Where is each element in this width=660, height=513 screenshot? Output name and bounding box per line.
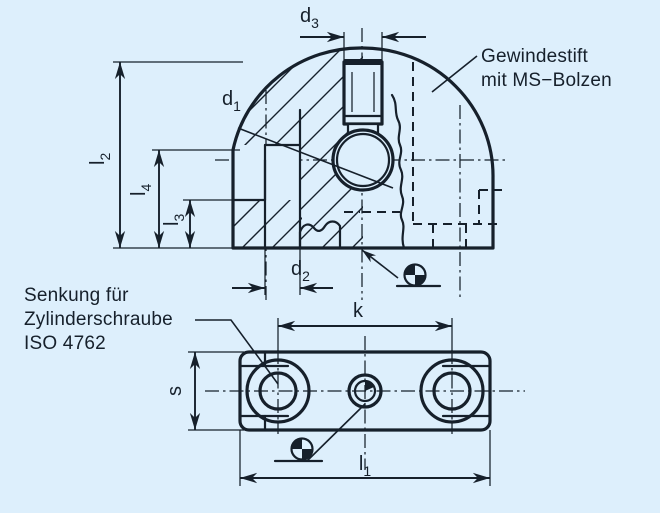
break-line-lower <box>298 220 342 250</box>
center-hole-marker <box>365 381 374 391</box>
upper-pocket-mask <box>233 145 300 205</box>
note-gewindestift-line2: mit MS−Bolzen <box>481 70 612 91</box>
dimension-k: k <box>277 300 453 352</box>
symbol-quadrant-br-upper <box>415 275 426 286</box>
note-senkung-line3: ISO 4762 <box>24 333 106 354</box>
set-screw-body <box>342 60 384 126</box>
machining-symbol-upper <box>361 249 442 288</box>
machining-symbol-leader-lower <box>306 403 366 462</box>
dimension-l1: l1 <box>239 430 491 486</box>
ball-outer-circle <box>331 128 395 192</box>
dimension-label-s: s <box>164 386 186 396</box>
left-counterbore-outer <box>245 358 311 424</box>
center-hole-outer <box>347 373 383 409</box>
note-gewindestift-line1: Gewindestift <box>481 46 588 67</box>
machining-symbol-leader-upper <box>361 249 399 279</box>
dimension-label-l2: l2 <box>87 153 113 165</box>
break-line-right <box>390 93 406 250</box>
pocket-cutout-mask <box>233 200 265 248</box>
annotation-layer: Gewindestift mit MS−Bolzen Senkung für Z… <box>24 46 612 354</box>
dimension-l3: l3 <box>161 199 240 248</box>
d1-leader-line <box>237 127 394 189</box>
dimension-label-l3: l3 <box>161 214 187 226</box>
dimension-label-l4: l4 <box>128 184 154 196</box>
note-leader-senkung <box>195 319 279 385</box>
dimension-d3: d3 <box>300 5 426 62</box>
symbol-quadrant-tl-lower <box>291 438 302 449</box>
symbol-quadrant-tl-upper <box>404 264 415 275</box>
note-senkung-line1: Senkung für <box>24 285 129 306</box>
dimension-label-k: k <box>353 300 364 322</box>
bottom-view: k s l1 <box>164 300 525 486</box>
set-screw-head <box>344 59 382 65</box>
left-counterbore-inner <box>258 371 298 411</box>
right-counterbore-outer <box>419 358 485 424</box>
dimension-label-d1: d1 <box>222 88 241 114</box>
dimension-label-d3: d3 <box>300 5 319 31</box>
section-hatching <box>233 47 363 249</box>
body-outline-dome <box>231 46 495 250</box>
symbol-circle-ring-upper <box>403 263 427 287</box>
dimension-label-d2: d2 <box>291 258 310 284</box>
symbol-circle-ring-lower <box>290 437 314 461</box>
dimension-d1: d1 <box>222 88 394 189</box>
dimension-l4: l4 <box>128 149 240 248</box>
dimension-s: s <box>164 351 244 431</box>
symbol-quadrant-br-lower <box>302 449 313 460</box>
note-senkung-line2: Zylinderschraube <box>24 309 173 330</box>
dimension-label-l1: l1 <box>359 453 371 479</box>
dimension-d2: d2 <box>232 248 333 295</box>
ball-inner-circle <box>335 132 391 188</box>
machining-symbol-lower <box>273 403 366 463</box>
right-counterbore-inner <box>432 371 472 411</box>
dimension-l2: l2 <box>87 61 243 249</box>
note-leader-gewindestift <box>431 55 478 93</box>
